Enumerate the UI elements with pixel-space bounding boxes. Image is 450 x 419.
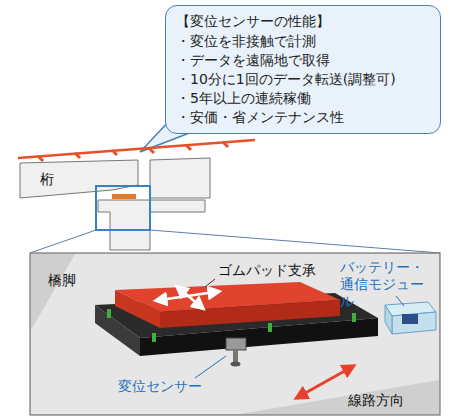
part-label: 橋脚 <box>48 272 76 289</box>
part-label: バッテリー・ 通信モジュール <box>340 259 431 310</box>
part-label: 変位センサー <box>118 378 202 395</box>
direction-label: 線路方向 <box>348 392 404 409</box>
leader-line <box>195 356 226 378</box>
pier <box>98 200 205 250</box>
displacement-sensor <box>226 338 246 367</box>
girder <box>150 158 210 198</box>
callout-item: ・データを遠隔地で取得 <box>176 51 430 70</box>
zoom-line <box>150 230 440 253</box>
callout-item: ・変位を非接触で計測 <box>176 32 430 51</box>
anchor-bolts <box>107 309 356 342</box>
zoom-line <box>30 230 96 253</box>
inset-panel <box>30 253 440 415</box>
rubber-pad <box>115 282 340 328</box>
girder <box>20 160 138 198</box>
battery-module <box>385 302 436 334</box>
pier-top <box>31 254 439 414</box>
direction-arrow <box>300 368 350 396</box>
part-label: ゴムパッド支承 <box>218 262 316 279</box>
leader-line <box>205 279 215 287</box>
rail <box>18 140 255 161</box>
bearing <box>112 194 136 199</box>
callout-heading: 【変位センサーの性能】 <box>176 12 430 31</box>
part-label: 桁 <box>40 171 54 188</box>
highlight-box <box>96 186 150 230</box>
leader-line <box>396 296 404 306</box>
callout-item: ・安価・省メンテナンス性 <box>176 108 430 127</box>
callout-item: ・10分に1回のデータ転送(調整可) <box>176 70 430 89</box>
callout-item: ・5年以上の連続稼働 <box>176 89 430 108</box>
callout-box: 【変位センサーの性能】・変位を非接触で計測・データを遠隔地で取得・10分に1回の… <box>165 5 441 134</box>
